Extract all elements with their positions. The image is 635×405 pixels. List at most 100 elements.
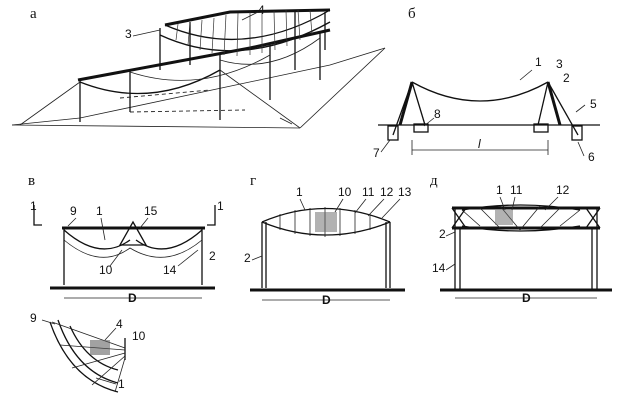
- leader-12: [544, 196, 559, 211]
- ground-line-front: [11, 124, 301, 129]
- label-3: 3: [556, 57, 563, 71]
- label-2: 2: [244, 251, 251, 265]
- leader-10: [334, 198, 344, 213]
- leader-7: [380, 139, 391, 153]
- label-2: 2: [209, 249, 216, 263]
- panel-g-label: г: [250, 173, 256, 189]
- label-14: 14: [163, 263, 177, 277]
- leader-2: [445, 231, 456, 237]
- leader-15: [139, 217, 149, 229]
- leader-1: [299, 198, 306, 211]
- label-2: 2: [563, 71, 570, 85]
- span-label: D: [522, 291, 531, 305]
- outer-ring-arc-inner: [57, 319, 119, 384]
- hidden-line: [119, 89, 211, 99]
- roof-sag-curve: [164, 9, 331, 41]
- left-foundation: [413, 123, 429, 133]
- leader-1: [519, 69, 533, 81]
- label-9: 9: [70, 204, 77, 218]
- leader-14: [177, 249, 199, 267]
- roof-hatching: [175, 9, 313, 57]
- right-pylon: [546, 81, 562, 126]
- leader-11: [354, 198, 367, 214]
- upper-chord: [461, 204, 581, 211]
- leader-5: [575, 104, 586, 113]
- label-1: 1: [496, 183, 503, 197]
- section-mark-left: [33, 205, 42, 226]
- span-label: D: [128, 291, 137, 305]
- label-9: 9: [30, 311, 37, 325]
- arrow-pointer: [279, 117, 293, 125]
- label-11: 11: [510, 183, 523, 197]
- leader-6: [577, 141, 585, 157]
- ground-line-right: [299, 47, 386, 129]
- span-label: l: [478, 137, 481, 151]
- label-6: 6: [588, 150, 595, 164]
- panel-d-label: д: [430, 173, 438, 189]
- label-4: 4: [258, 3, 265, 17]
- truss-diagonals: [461, 205, 581, 231]
- panel-a-label: а: [30, 6, 37, 22]
- ground-line-left: [11, 47, 386, 126]
- cable-right: [135, 229, 203, 250]
- cable: [79, 69, 221, 95]
- roof-sag-curve-2: [159, 21, 331, 52]
- leader-1: [100, 217, 106, 241]
- panel-v-label: в: [28, 173, 35, 189]
- right-anchor-stay: [547, 81, 579, 136]
- guy-line: [219, 69, 301, 129]
- label-10: 10: [338, 185, 352, 199]
- label-8: 8: [434, 107, 441, 121]
- leader-11: [511, 196, 516, 211]
- hidden-line: [129, 109, 246, 113]
- right-foundation: [533, 123, 549, 133]
- leader-10: [109, 249, 123, 267]
- plan-view-fragment: 9 4 10 1: [30, 311, 146, 393]
- leader-13: [381, 198, 401, 219]
- leader-2: [251, 255, 263, 261]
- panel-b-elevation: б l 1 3 2 5 6 7 8: [373, 6, 600, 164]
- section-mark-left-label: 1: [30, 199, 37, 213]
- lower-cable: [63, 239, 203, 258]
- truss-hatch: [495, 210, 513, 225]
- leader-1: [499, 196, 506, 211]
- label-5: 5: [590, 97, 597, 111]
- leader-9: [41, 319, 56, 325]
- label-10: 10: [132, 329, 146, 343]
- label-10: 10: [99, 263, 113, 277]
- panel-a-perspective-view: а: [11, 3, 386, 129]
- upper-chord: [261, 207, 391, 223]
- leader-3: [132, 29, 161, 37]
- label-12: 12: [556, 183, 570, 197]
- leader-12: [367, 198, 385, 217]
- panel-g-section: г D 1 10 11 12 13 2: [244, 173, 412, 307]
- cable-left: [63, 229, 131, 250]
- outer-ring-arc: [49, 321, 119, 393]
- guy-line: [19, 81, 81, 126]
- span-label: D: [322, 293, 331, 307]
- label-13: 13: [398, 185, 412, 199]
- right-pylon-strut: [537, 81, 549, 126]
- section-mark-right-label: 1: [217, 199, 224, 213]
- leader-1: [95, 377, 117, 385]
- lower-chord: [461, 225, 581, 232]
- span-dimension-ticks: [411, 140, 549, 155]
- leader-8: [423, 117, 435, 127]
- left-anchor-block: [387, 125, 399, 141]
- right-anchor-block: [571, 125, 583, 141]
- leader-4: [241, 11, 259, 21]
- label-2: 2: [439, 227, 446, 241]
- lower-chord: [261, 221, 391, 236]
- label-4: 4: [116, 317, 123, 331]
- back-edge-beam: [164, 8, 331, 27]
- label-1: 1: [96, 204, 103, 218]
- label-1: 1: [296, 185, 303, 199]
- label-7: 7: [373, 146, 380, 160]
- plan-hatching: [90, 340, 110, 355]
- corner-brace-right: [585, 207, 601, 229]
- corner-brace-left: [451, 207, 467, 229]
- truss-hatch: [315, 212, 337, 232]
- panel-d-section: д D 1 11 12 2 14: [430, 173, 612, 305]
- label-1: 1: [118, 377, 125, 391]
- leader-9: [67, 217, 77, 227]
